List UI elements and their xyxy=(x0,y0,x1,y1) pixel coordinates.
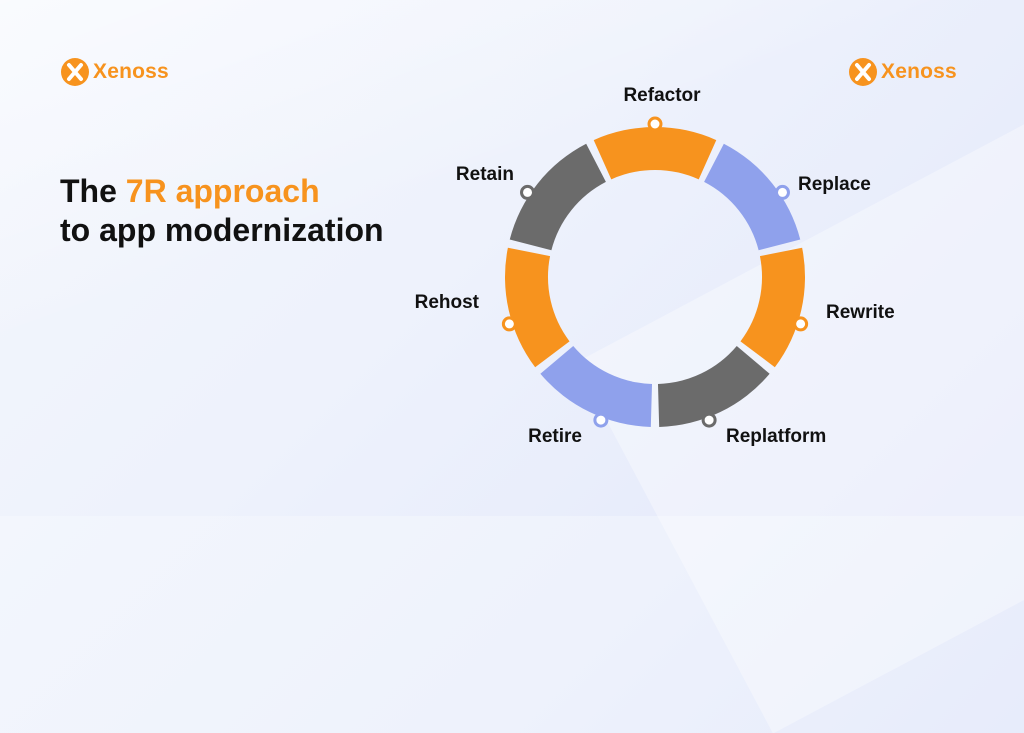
segment-retain xyxy=(509,143,606,251)
marker-replatform xyxy=(701,412,717,428)
title-highlight: 7R approach xyxy=(125,173,320,209)
label-replace: Replace xyxy=(798,174,871,195)
marker-rewrite xyxy=(793,316,809,332)
segment-replatform xyxy=(657,346,770,427)
segment-refactor xyxy=(593,127,717,180)
label-rewrite: Rewrite xyxy=(826,302,895,323)
segment-rehost xyxy=(505,247,570,368)
title-line-2: to app modernization xyxy=(60,212,384,248)
label-retire: Retire xyxy=(528,426,582,447)
label-replatform: Replatform xyxy=(726,426,826,447)
marker-refactor xyxy=(647,116,663,132)
brand-name: Xenoss xyxy=(93,60,169,83)
label-rehost: Rehost xyxy=(415,292,480,313)
title-prefix: The xyxy=(60,173,117,209)
marker-replace xyxy=(774,184,790,200)
label-refactor: Refactor xyxy=(623,85,701,106)
xenoss-logo-right: Xenoss xyxy=(848,57,957,87)
segment-replace xyxy=(704,143,801,251)
title-line-1: The 7R approach xyxy=(60,172,384,211)
xenoss-mark-icon xyxy=(849,58,877,86)
marker-retain xyxy=(520,184,536,200)
segment-retire xyxy=(540,346,653,427)
xenoss-logo-left: Xenoss xyxy=(60,57,169,87)
label-retain: Retain xyxy=(456,164,514,185)
marker-rehost xyxy=(501,316,517,332)
page-title: The 7R approach to app modernization xyxy=(60,172,384,250)
segment-rewrite xyxy=(740,247,805,368)
xenoss-mark-icon xyxy=(61,58,89,86)
brand-name: Xenoss xyxy=(881,60,957,83)
marker-retire xyxy=(593,412,609,428)
